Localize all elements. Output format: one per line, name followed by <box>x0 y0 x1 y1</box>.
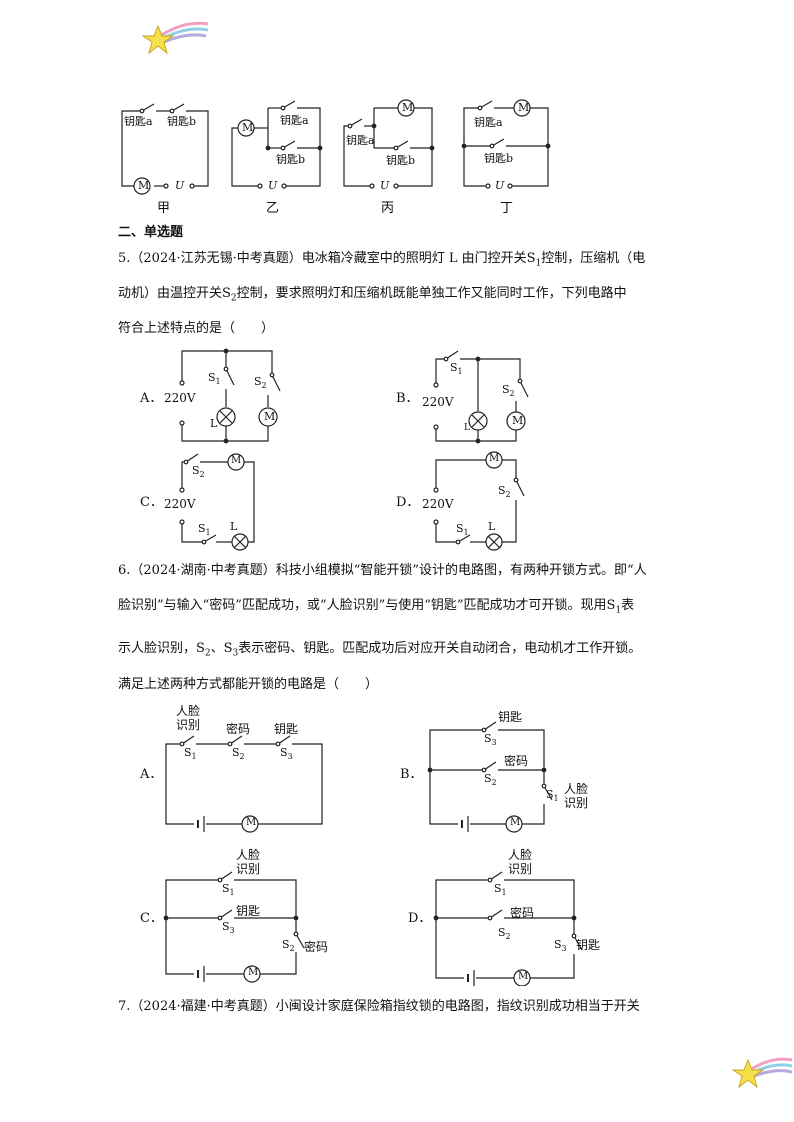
key-b-label: 钥匙b <box>167 115 197 128</box>
q6-text-line3: 示人脸识别，S2、S3表示密码、钥匙。匹配成功后对应开关自动闭合，电动机才工作开… <box>118 641 642 659</box>
q5-circuit-c: 220V S2 S1 L M <box>164 450 272 554</box>
motor-symbol: M <box>518 101 530 114</box>
switch-s1-label: S1 <box>198 522 211 538</box>
switch-s2-label: S2 <box>192 464 205 480</box>
switch-s2-label: S2 <box>498 926 511 942</box>
switch-s2-label: S2 <box>498 484 511 500</box>
lamp-label: L <box>210 417 218 430</box>
voltage-label: U <box>268 179 278 192</box>
q5-option-a[interactable]: A． <box>140 391 163 406</box>
switch-s2-label: S2 <box>232 746 245 762</box>
q6-circuit-d: 人脸识别 密码 S1 S2 S3 钥匙 M <box>430 846 610 987</box>
key-label: 钥匙 <box>576 938 601 952</box>
switch-s3-label: S3 <box>280 746 293 762</box>
key-a-label: 钥匙a <box>346 134 375 147</box>
motor-symbol: M <box>138 179 150 192</box>
voltage-220v: 220V <box>164 391 196 405</box>
motor-symbol: M <box>242 121 254 134</box>
switch-s2-label: S2 <box>502 383 515 399</box>
switch-s2-label: S2 <box>254 375 267 391</box>
switch-s1-label: S1 <box>450 361 463 377</box>
q6-circuit-c: 人脸识别 钥匙 S1 S3 S2 密码 M <box>160 846 340 986</box>
caption-bing: 丙 <box>381 201 395 216</box>
face-label: 人脸识别 <box>564 782 589 810</box>
circuit-yi: 钥匙a 钥匙b M U <box>228 96 328 196</box>
key-a-label: 钥匙a <box>124 115 153 128</box>
circuit-ding: 钥匙a 钥匙b M U <box>460 96 556 196</box>
voltage-220v: 220V <box>422 497 454 511</box>
password-label: 密码 <box>226 722 251 736</box>
q6-option-c[interactable]: C． <box>140 911 163 926</box>
key-label: 钥匙 <box>236 904 261 918</box>
key-label: 钥匙 <box>498 710 523 724</box>
motor-symbol: M <box>248 967 259 978</box>
caption-yi: 乙 <box>266 201 280 216</box>
q6-option-d[interactable]: D． <box>408 911 432 926</box>
q5-option-c[interactable]: C． <box>140 495 163 510</box>
lamp-label: L <box>464 423 470 433</box>
voltage-label: U <box>495 179 505 192</box>
switch-s1-label: S1 <box>184 746 197 762</box>
switch-s1-label: S1 <box>222 882 235 898</box>
switch-s1-label: S1 <box>546 788 559 804</box>
key-a-label: 钥匙a <box>280 114 309 127</box>
circuit-bing: 钥匙a 钥匙b M U <box>340 96 440 196</box>
q6-text-line4: 满足上述两种方式都能开锁的电路是（ ） <box>118 677 379 692</box>
motor-symbol: M <box>264 410 276 423</box>
switch-s1-label: S1 <box>208 371 221 387</box>
motor-symbol: M <box>510 817 521 828</box>
lamp-label: L <box>488 520 496 533</box>
lamp-label: L <box>230 520 238 533</box>
q7-text-line1: 7.（2024·福建·中考真题）小闽设计家庭保险箱指纹锁的电路图，指纹识别成功相… <box>118 999 640 1014</box>
q6-circuit-a: 人脸识别 密码 钥匙 S1 S2 S3 M <box>160 704 330 840</box>
motor-symbol: M <box>512 414 524 427</box>
q6-text-line2: 脸识别”与输入“密码”匹配成功，或“人脸识别”与使用“钥匙”匹配成功才可开锁。现… <box>118 598 635 616</box>
motor-symbol: M <box>231 455 242 466</box>
face-label: 人脸识别 <box>508 848 533 876</box>
q6-text-line1: 6.（2024·湖南·中考真题）科技小组模拟“智能开锁”设计的电路图，有两种开锁… <box>118 563 647 578</box>
star-logo-top <box>140 18 212 60</box>
switch-s3-label: S3 <box>222 920 235 936</box>
key-b-label: 钥匙b <box>484 152 514 165</box>
key-a-label: 钥匙a <box>474 116 503 129</box>
motor-symbol: M <box>246 817 257 828</box>
q5-circuit-b: 220V S1 S2 L M <box>422 345 534 445</box>
face-label: 人脸识别 <box>176 704 201 732</box>
q6-option-a[interactable]: A． <box>140 767 163 782</box>
q6-option-b[interactable]: B． <box>400 767 423 782</box>
voltage-label: U <box>380 179 390 192</box>
switch-s2-label: S2 <box>484 772 497 788</box>
key-b-label: 钥匙b <box>276 153 306 166</box>
motor-symbol: M <box>518 971 529 982</box>
motor-symbol: M <box>489 453 500 464</box>
caption-ding: 丁 <box>500 201 514 216</box>
caption-jia: 甲 <box>157 201 171 216</box>
q5-text-line3: 符合上述特点的是（ ） <box>118 321 275 336</box>
voltage-220v: 220V <box>164 497 196 511</box>
q5-circuit-a: 220V S1 S2 L M <box>164 345 282 445</box>
motor-symbol: M <box>402 101 414 114</box>
key-label: 钥匙 <box>274 722 299 736</box>
switch-s3-label: S3 <box>554 938 567 954</box>
q5-text-line1: 5.（2024·江苏无锡·中考真题）电冰箱冷藏室中的照明灯 L 由门控开关S1控… <box>118 251 646 269</box>
switch-s3-label: S3 <box>484 732 497 748</box>
q6-circuit-b: 钥匙 密码 S3 S2 S1 人脸识别 M <box>424 704 594 840</box>
q5-option-d[interactable]: D． <box>396 495 420 510</box>
q5-option-b[interactable]: B． <box>396 391 419 406</box>
section-heading: 二、单选题 <box>118 225 184 240</box>
password-label: 密码 <box>504 754 529 768</box>
switch-s1-label: S1 <box>456 522 469 538</box>
voltage-label: U <box>175 179 185 192</box>
key-b-label: 钥匙b <box>386 154 416 167</box>
q5-circuit-d: 220V S2 S1 L M <box>422 450 534 554</box>
password-label: 密码 <box>304 940 329 954</box>
face-label: 人脸识别 <box>236 848 261 876</box>
switch-s1-label: S1 <box>494 882 507 898</box>
q5-text-line2: 动机）由温控开关S2控制，要求照明灯和压缩机既能单独工作又能同时工作，下列电路中 <box>118 286 627 304</box>
password-label: 密码 <box>510 906 535 920</box>
star-logo-bottom <box>731 1052 794 1092</box>
switch-s2-label: S2 <box>282 938 295 954</box>
voltage-220v: 220V <box>422 395 454 409</box>
circuit-jia: 钥匙a 钥匙b M U <box>112 96 216 196</box>
